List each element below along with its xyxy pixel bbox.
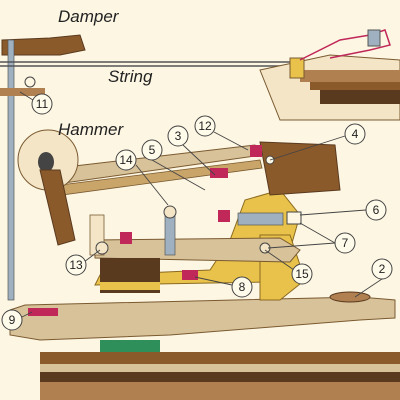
callout-3-text: 3 [175,129,182,143]
balance-rail-felt [100,340,160,352]
callout-15 [291,263,313,285]
hammer-rail [0,76,45,96]
callout-3 [167,125,189,147]
label-damper: Damper [58,7,120,26]
callout-13-text: 13 [69,258,83,272]
callout-2-text: 2 [379,262,386,276]
upper-rail [250,141,341,196]
damper-wire [7,39,15,301]
label-string: String [108,67,153,86]
callout-14 [115,149,137,171]
callout-15-text: 15 [295,267,309,281]
callout-4-text: 4 [352,127,359,141]
callouts: 2 3 4 5 6 7 8 9 11 12 [1,91,393,331]
callout-11-text: 11 [36,97,49,111]
callout-12-text: 12 [198,119,212,133]
callout-4 [344,123,366,145]
callout-7 [334,232,356,254]
callout-5-text: 5 [149,143,156,157]
callout-8 [231,276,253,298]
callout-6 [365,199,387,221]
bridge [259,29,400,121]
wippen [94,237,301,293]
callout-9-text: 9 [9,313,16,327]
key-lever [9,291,396,352]
callout-9 [1,309,23,331]
callout-12 [194,115,216,137]
callout-2 [371,258,393,280]
callout-7-text: 7 [342,236,349,250]
damper-assembly [1,34,86,301]
capstan-felt [28,308,58,316]
callout-5 [141,139,163,161]
jack [89,168,302,280]
key-front-pin [329,291,371,303]
callout-13 [65,254,87,276]
callout-6-text: 6 [373,203,380,217]
keybed [40,352,400,400]
callout-8-text: 8 [239,280,246,294]
strings [0,61,300,67]
label-hammer: Hammer [58,120,125,139]
callout-11 [31,93,53,115]
callout-14-text: 14 [119,153,133,167]
hammer-head [17,129,79,246]
